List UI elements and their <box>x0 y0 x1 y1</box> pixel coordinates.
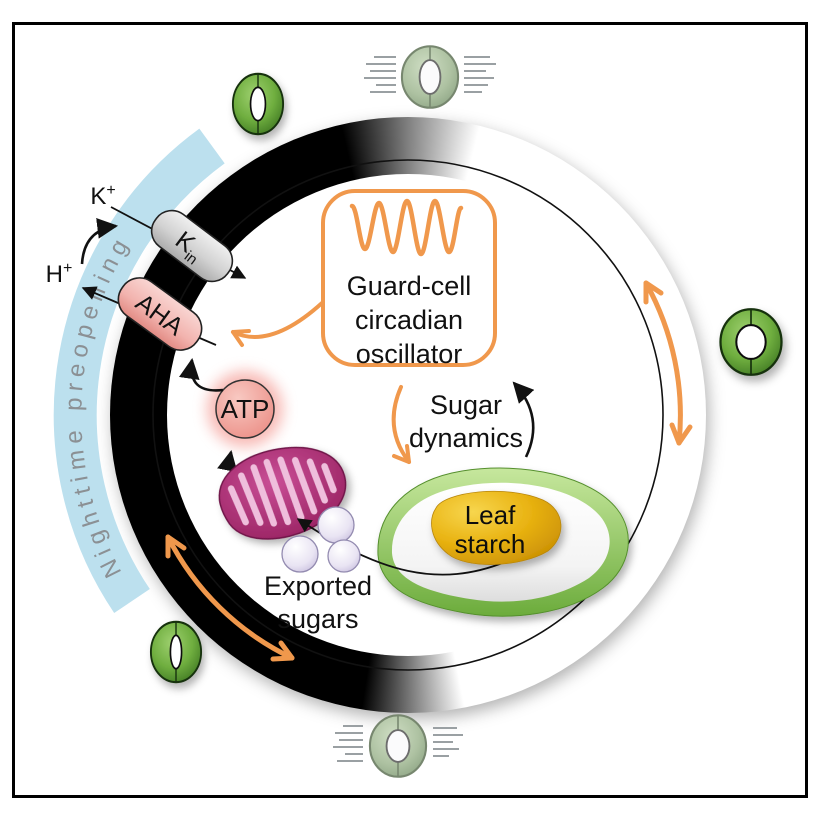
night-cycle-arrow <box>165 534 295 662</box>
oscillator-label-line3: oscillator <box>356 339 463 369</box>
stoma-transition-icon <box>364 45 496 109</box>
stoma-pore <box>249 86 267 122</box>
oscillator-box: Guard-cell circadian oscillator <box>321 189 497 369</box>
sugar-sphere-icon <box>317 506 355 544</box>
motion-lines <box>364 56 496 93</box>
oscillator-to-chloroplast-arrow <box>391 385 411 464</box>
oscillator-label-line2: circadian <box>355 305 463 335</box>
exported-sugar-spheres <box>281 506 361 573</box>
stoma-partially-open-icon <box>231 72 285 136</box>
mitochondrion-icon <box>218 446 347 540</box>
k-ion-label: K+ <box>90 182 115 210</box>
stoma-open-icon <box>719 308 783 376</box>
stoma-pore <box>735 324 767 360</box>
nighttime-preopening-arc <box>53 128 225 613</box>
sugar-sphere-icon <box>327 539 361 573</box>
atp-label: ATP <box>221 394 270 424</box>
stoma-pore <box>385 729 411 763</box>
leaf-starch-label-line2: starch <box>455 529 526 559</box>
mitochondrion-cristae <box>227 456 337 527</box>
sugar-dynamics-label-line1: Sugar <box>430 390 502 420</box>
oscillator-label-line1: Guard-cell <box>347 271 472 301</box>
exported-sugars-label-line2: sugars <box>277 604 358 634</box>
stoma-pore <box>169 634 183 670</box>
chloroplast-to-oscillator-arrow <box>512 381 535 458</box>
sugar-sphere-icon <box>281 535 319 573</box>
exported-sugars-label-line1: Exported <box>264 571 372 601</box>
atp-molecule-icon: ATP <box>207 371 283 447</box>
stoma-transition-icon <box>333 714 463 778</box>
oscillator-to-aha-arrow <box>231 301 324 347</box>
oscillation-wave-icon <box>349 198 464 257</box>
sugar-dynamics-label-line2: dynamics <box>409 423 523 453</box>
h-drives-k-arrow <box>80 218 119 265</box>
atp-to-aha-arrow <box>178 357 224 392</box>
day-cycle-arrow <box>643 280 693 446</box>
h-ion-label: H+ <box>46 260 73 288</box>
kin-channel: Kin <box>150 209 234 283</box>
cell-membrane-circle <box>152 159 664 671</box>
stoma-pore <box>418 59 442 95</box>
aha-pump: AHA <box>117 277 203 351</box>
leaf-starch-label-line1: Leaf <box>465 500 516 530</box>
motion-lines <box>333 725 463 762</box>
leaf-starch: Leaf starch <box>431 490 562 565</box>
stoma-nearly-closed-icon <box>149 620 203 684</box>
